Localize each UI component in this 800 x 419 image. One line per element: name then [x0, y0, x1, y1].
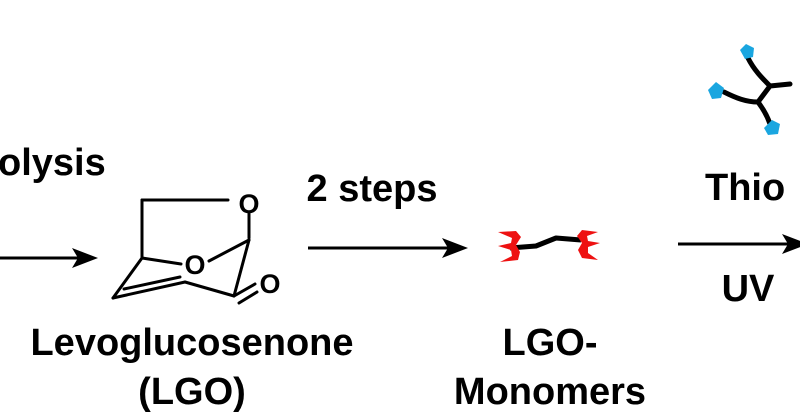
- thiol-end: [708, 82, 724, 99]
- thiol-arm: [745, 55, 773, 89]
- ring-bond: [183, 280, 236, 298]
- thiol-arm: [755, 99, 773, 127]
- thiol-arm: [721, 89, 761, 105]
- monomer-end-left: [498, 231, 521, 262]
- step2-arrow: [308, 238, 468, 258]
- carbonyl-oxygen-label: O: [259, 269, 280, 299]
- carbonyl-bond-1: [232, 282, 257, 298]
- double-bond-inner: [122, 275, 182, 291]
- bond-to-bridge-oxygen: [140, 256, 183, 266]
- carbonyl-bond-2: [237, 290, 259, 305]
- double-bond-outer: [111, 280, 187, 300]
- monomer-end-right: [577, 230, 600, 260]
- step1-arrow: [0, 248, 98, 268]
- thiol-core: [755, 81, 793, 105]
- lgo-name-line2: (LGO): [138, 371, 246, 413]
- ring-oxygen-label: O: [238, 189, 259, 219]
- bridge-oxygen-label: O: [184, 250, 205, 280]
- step2-label: 2 steps: [307, 168, 438, 210]
- monomer-name-line1: LGO-: [503, 322, 598, 364]
- monomer-linker: [509, 235, 582, 251]
- step3-label-top: Thio: [705, 167, 785, 209]
- ring-bond: [232, 238, 251, 298]
- thiol-crosslinker-icon: [708, 44, 793, 135]
- lgo-name-line1: Levoglucosenone: [30, 322, 353, 364]
- step1-label: olysis: [0, 142, 106, 184]
- monomer-name-line2: Monomers: [454, 371, 646, 413]
- lgo-monomer-icon: [498, 230, 600, 262]
- thiol-end: [764, 120, 780, 135]
- step3-label-bottom: UV: [722, 268, 775, 310]
- bond-to-bridge-oxygen: [207, 238, 251, 263]
- levoglucosenone-structure: [111, 198, 259, 305]
- thiol-end: [740, 44, 754, 59]
- ring-bond: [111, 256, 144, 300]
- step3-arrow: [678, 234, 800, 254]
